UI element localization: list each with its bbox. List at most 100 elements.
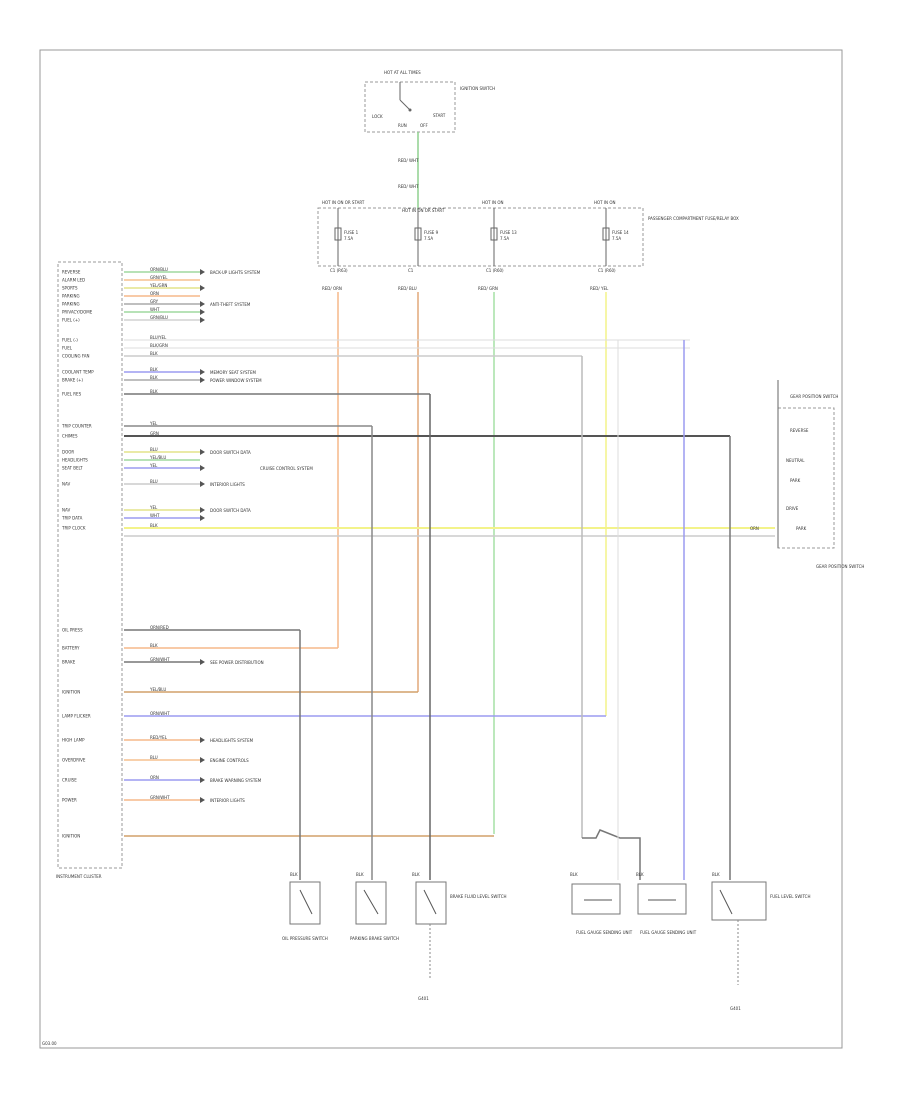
svg-text:INTERIOR LIGHTS: INTERIOR LIGHTS bbox=[210, 798, 245, 803]
fuel-level-switch: BLK FUEL LEVEL SWITCH G401 bbox=[711, 872, 810, 1011]
wire-color-label: BLK bbox=[150, 351, 158, 356]
wire-color-label: YEL bbox=[149, 505, 158, 510]
brake-fluid-level-switch: BLK BRAKE FLUID LEVEL SWITCH G401 bbox=[412, 872, 507, 1001]
svg-text:7.5A: 7.5A bbox=[344, 236, 353, 241]
system-notes: BACK-UP LIGHTS SYSTEM ANTI-THEFT SYSTEM … bbox=[210, 270, 313, 513]
fuse-9: HOT IN ON OR START FUSE 9 7.5A C1 RED/ B… bbox=[398, 208, 445, 291]
svg-text:FUEL GAUGE SENDING UNIT: FUEL GAUGE SENDING UNIT bbox=[640, 930, 697, 935]
cluster-label: INSTRUMENT CLUSTER bbox=[56, 874, 102, 879]
cluster-pin-label: PRIVACY/DOME bbox=[62, 310, 93, 315]
svg-text:HOT IN ON OR START: HOT IN ON OR START bbox=[402, 208, 445, 213]
fuel-gauge-sending-unit-2: BLK FUEL GAUGE SENDING UNIT bbox=[636, 872, 697, 935]
fuse-box-label: PASSENGER COMPARTMENT FUSE/RELAY BOX bbox=[648, 216, 739, 221]
wire-color-label: ORN/RED bbox=[150, 625, 169, 630]
cluster-pin-label: FUEL bbox=[62, 346, 73, 351]
svg-text:DOOR SWITCH DATA: DOOR SWITCH DATA bbox=[210, 450, 251, 455]
oil-pressure-switch: BLK OIL PRESSURE SWITCH bbox=[282, 872, 328, 941]
svg-text:INTERIOR LIGHTS: INTERIOR LIGHTS bbox=[210, 482, 245, 487]
cluster-pin-label: COOLANT TEMP bbox=[62, 370, 94, 375]
fuse-14: HOT IN ON FUSE 14 7.5A C1 (R60) RED/ YEL bbox=[590, 200, 629, 291]
cluster-pin-label: REVERSE bbox=[62, 270, 81, 275]
svg-text:SEE POWER DISTRIBUTION: SEE POWER DISTRIBUTION bbox=[210, 660, 264, 665]
wire-color-label: GRN/YEL bbox=[150, 275, 168, 280]
wire-color-label: YEL/BLU bbox=[149, 455, 166, 460]
cluster-pin-label: CHIMES bbox=[62, 434, 78, 439]
instrument-cluster: INSTRUMENT CLUSTER bbox=[56, 261, 123, 879]
svg-text:ANTI-THEFT SYSTEM: ANTI-THEFT SYSTEM bbox=[210, 302, 251, 307]
svg-text:G401: G401 bbox=[730, 1006, 741, 1011]
hot-at-label: HOT AT ALL TIMES bbox=[384, 70, 421, 75]
svg-text:FUSE 9: FUSE 9 bbox=[424, 230, 439, 235]
cluster-pin-label: CRUISE bbox=[62, 778, 77, 783]
svg-text:POWER WINDOW SYSTEM: POWER WINDOW SYSTEM bbox=[210, 378, 262, 383]
cluster-pin-label: ALARM LED bbox=[62, 278, 85, 283]
wire-color-label: ORN bbox=[150, 291, 159, 296]
gear-position-switch: GEAR POSITION SWITCH REVERSE NEUTRAL PAR… bbox=[750, 380, 864, 569]
cluster-pin-label: FUEL (-) bbox=[62, 338, 78, 343]
svg-text:FUEL LEVEL SWITCH: FUEL LEVEL SWITCH bbox=[770, 894, 810, 899]
svg-text:HOT IN ON: HOT IN ON bbox=[594, 200, 615, 205]
svg-text:PARK: PARK bbox=[790, 478, 801, 483]
svg-text:7.5A: 7.5A bbox=[500, 236, 509, 241]
wire-color-label: BLK bbox=[150, 643, 158, 648]
wire-color-label: YEL/GRN bbox=[149, 283, 167, 288]
cluster-pin-label: FUEL RES bbox=[62, 392, 82, 397]
parking-brake-switch: BLK PARKING BRAKE SWITCH bbox=[350, 872, 399, 941]
cluster-pin-label: LAMP FLICKER bbox=[62, 714, 91, 719]
cluster-pin-label: TRIP COUNTER bbox=[61, 424, 92, 429]
cluster-pin-label: COOLING FAN bbox=[62, 354, 90, 359]
svg-text:FUEL GAUGE SENDING UNIT: FUEL GAUGE SENDING UNIT bbox=[576, 930, 633, 935]
svg-text:BRAKE WARNING SYSTEM: BRAKE WARNING SYSTEM bbox=[210, 778, 262, 783]
wire-color-label: BLU/YEL bbox=[150, 335, 167, 340]
wire-color-label: ORN bbox=[150, 775, 159, 780]
feed-wire-label: RED/ WHT bbox=[398, 158, 419, 163]
wire-color-label: BLK bbox=[150, 389, 158, 394]
svg-text:BLK: BLK bbox=[712, 872, 720, 877]
svg-text:DOOR SWITCH DATA: DOOR SWITCH DATA bbox=[210, 508, 251, 513]
gear-switch-label: GEAR POSITION SWITCH bbox=[790, 394, 838, 399]
svg-text:BLK: BLK bbox=[412, 872, 420, 877]
svg-text:FUSE 1: FUSE 1 bbox=[344, 230, 359, 235]
cluster-pin-label: PARKING bbox=[62, 302, 80, 307]
svg-text:NEUTRAL: NEUTRAL bbox=[786, 458, 805, 463]
svg-text:PARK: PARK bbox=[796, 526, 807, 531]
ignition-switch-label: IGNITION SWITCH bbox=[460, 86, 495, 91]
svg-text:HOT IN ON: HOT IN ON bbox=[482, 200, 503, 205]
svg-text:GEAR POSITION SWITCH: GEAR POSITION SWITCH bbox=[816, 564, 864, 569]
svg-text:RED/ GRN: RED/ GRN bbox=[478, 286, 498, 291]
bottom-notes: SEE POWER DISTRIBUTION HEADLIGHTS SYSTEM… bbox=[210, 660, 264, 803]
ignition-pos-off: OFF bbox=[420, 123, 428, 128]
cluster-pin-label: IGNITION bbox=[62, 690, 80, 695]
cluster-pin-label: FUEL (+) bbox=[62, 318, 80, 323]
wire-color-label: GRN bbox=[150, 431, 159, 436]
wire-color-label: BLU bbox=[150, 479, 158, 484]
svg-text:OIL PRESSURE SWITCH: OIL PRESSURE SWITCH bbox=[282, 936, 328, 941]
svg-text:HEADLIGHTS SYSTEM: HEADLIGHTS SYSTEM bbox=[210, 738, 254, 743]
wire-color-label: WHT bbox=[150, 307, 160, 312]
svg-text:PARKING BRAKE SWITCH: PARKING BRAKE SWITCH bbox=[350, 936, 399, 941]
wire-color-label: GRN/WHT bbox=[150, 657, 170, 662]
cluster-pin-label: PARKING bbox=[62, 294, 80, 299]
cluster-pin-label: BRAKE bbox=[62, 660, 76, 665]
diagram-frame bbox=[39, 49, 843, 1049]
cluster-pin-label: SEAT BELT bbox=[62, 466, 83, 471]
cluster-pin-label: TRIP DATA bbox=[61, 516, 83, 521]
svg-text:BLK: BLK bbox=[570, 872, 578, 877]
wire-color-label: BLU bbox=[150, 755, 158, 760]
cluster-pin-label: SPORTS bbox=[62, 286, 78, 291]
ignition-pos-start: START bbox=[433, 113, 446, 118]
svg-text:C1: C1 bbox=[408, 268, 414, 273]
svg-text:C1 (R63): C1 (R63) bbox=[330, 268, 348, 273]
svg-text:DRIVE: DRIVE bbox=[786, 506, 799, 511]
ignition-switch: HOT AT ALL TIMES IGNITION SWITCH LOCK RU… bbox=[364, 70, 495, 133]
wire-color-label: BLK bbox=[150, 375, 158, 380]
svg-text:FUSE 14: FUSE 14 bbox=[612, 230, 629, 235]
svg-text:ENGINE CONTROLS: ENGINE CONTROLS bbox=[210, 758, 249, 763]
cluster-pin-label: NAV bbox=[62, 482, 70, 487]
wire-color-label: YEL bbox=[149, 463, 158, 468]
svg-text:C1 (R60): C1 (R60) bbox=[486, 268, 504, 273]
wire-color-label: BLK bbox=[150, 367, 158, 372]
ignition-pos-lock: LOCK bbox=[372, 114, 383, 119]
cluster-pin-label: POWER bbox=[62, 798, 77, 803]
